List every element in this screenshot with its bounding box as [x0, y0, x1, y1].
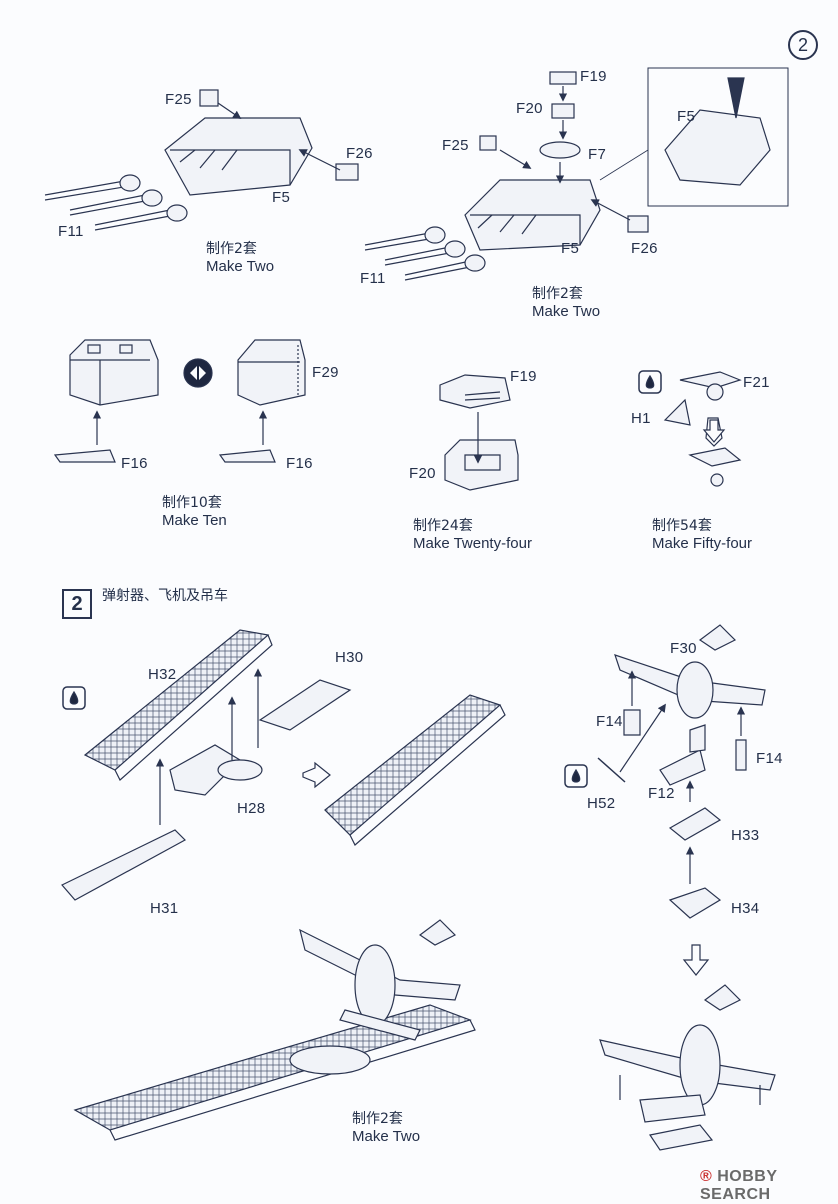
part-label: F29 [312, 364, 339, 381]
part-label: F25 [165, 91, 192, 108]
count-cn: 制作54套 [652, 518, 712, 534]
turret-b-drawing [364, 67, 789, 281]
part-label: F5 [272, 189, 291, 206]
assembled-plane-drawing [599, 984, 776, 1151]
part-label: F14 [596, 713, 623, 730]
part-label: F12 [648, 785, 675, 802]
part-label: F11 [58, 223, 84, 240]
count-en: Make Two [532, 303, 601, 320]
count-en: Make Twenty-four [413, 535, 532, 552]
mount-e-drawing [638, 370, 742, 487]
plane-exploded-drawing [564, 419, 766, 976]
count-note: 制作10套 Make Ten [162, 494, 227, 530]
mount-c-drawing [53, 339, 306, 463]
part-label: F26 [346, 145, 373, 162]
page-number: 2 [788, 30, 818, 60]
count-note: 制作2套 Make Two [206, 240, 274, 276]
count-note: 制作54套 Make Fifty-four [652, 517, 752, 553]
part-label: H33 [731, 827, 760, 844]
part-label: F5 [677, 108, 696, 125]
count-note: 制作24套 Make Twenty-four [413, 517, 532, 553]
mount-d-drawing [439, 374, 519, 491]
part-label: H1 [631, 410, 651, 427]
part-label: F16 [121, 455, 148, 472]
part-label: F26 [631, 240, 658, 257]
count-cn: 制作10套 [162, 495, 222, 511]
part-label: F20 [409, 465, 436, 482]
part-label: H32 [148, 666, 177, 683]
part-label: F14 [756, 750, 783, 767]
count-note: 制作2套 Make Two [532, 285, 600, 321]
part-label: H28 [237, 800, 266, 817]
count-en: Make Ten [162, 512, 227, 529]
registered-mark-icon: ® [700, 1168, 713, 1185]
count-en: Make Two [206, 258, 275, 275]
catapult-drawing [61, 629, 506, 901]
count-en: Make Fifty-four [652, 535, 753, 552]
count-cn: 制作24套 [413, 518, 473, 534]
part-label: F11 [360, 270, 386, 287]
count-cn: 制作2套 [206, 241, 257, 257]
assembled-catapult-drawing [73, 919, 476, 1141]
turret-a-drawing [44, 89, 359, 231]
part-label: H30 [335, 649, 364, 666]
count-en: Make Two [352, 1128, 421, 1145]
part-label: F25 [442, 137, 469, 154]
count-cn: 制作2套 [352, 1111, 403, 1127]
count-cn: 制作2套 [532, 286, 583, 302]
part-label: H52 [587, 795, 616, 812]
watermark: ® HOBBY SEARCH [700, 1168, 838, 1204]
part-label: F5 [561, 240, 580, 257]
count-note: 制作2套 Make Two [352, 1110, 420, 1146]
step-number: 2 [62, 589, 92, 619]
part-label: F7 [588, 146, 607, 163]
part-label: F19 [580, 68, 607, 85]
part-label: F20 [516, 100, 543, 117]
part-label: H31 [150, 900, 179, 917]
step-title: 弹射器、飞机及吊车 [102, 588, 228, 604]
watermark-brand: HOBBY SEARCH [700, 1168, 778, 1203]
part-label: F19 [510, 368, 537, 385]
part-label: F21 [743, 374, 770, 391]
part-label: F16 [286, 455, 313, 472]
part-label: F30 [670, 640, 697, 657]
part-label: H34 [731, 900, 760, 917]
